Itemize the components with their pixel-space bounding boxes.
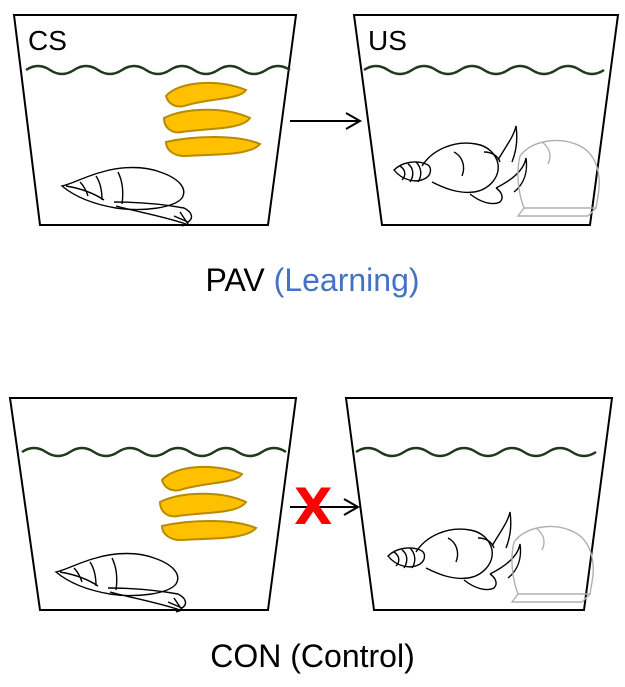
us-tank [352,14,620,226]
snail-resting [55,552,187,613]
water-line [355,446,597,458]
banana-bunch [163,81,261,157]
arrow-blocked [290,498,361,516]
tank-outline [8,397,298,611]
water-line [21,446,287,458]
cs-tank-control [8,397,298,613]
snail-extended [393,125,528,205]
shell-faded [511,525,594,603]
caption-pav: PAV (Learning) [0,262,625,298]
caption-con: CON (Control) [210,638,415,674]
us-label: US [368,25,407,56]
shell-faded [517,139,600,217]
tank-outline [12,14,298,226]
cs-tank [12,14,298,227]
banana-bunch [159,465,257,541]
caption-pav-main: PAV [205,262,265,298]
blocked-x-mark: X [294,478,333,536]
us-tank-control [344,397,614,611]
water-line [25,64,291,76]
snail-resting [61,166,193,227]
arrow-cs-to-us [290,112,363,130]
caption-pav-paren: (Learning) [273,262,420,298]
snail-extended [387,511,522,591]
tank-outline [352,14,620,226]
tank-outline [344,397,614,611]
cs-label: CS [28,25,67,56]
top-row [12,14,620,227]
bottom-row [8,397,614,613]
water-line [363,64,605,76]
